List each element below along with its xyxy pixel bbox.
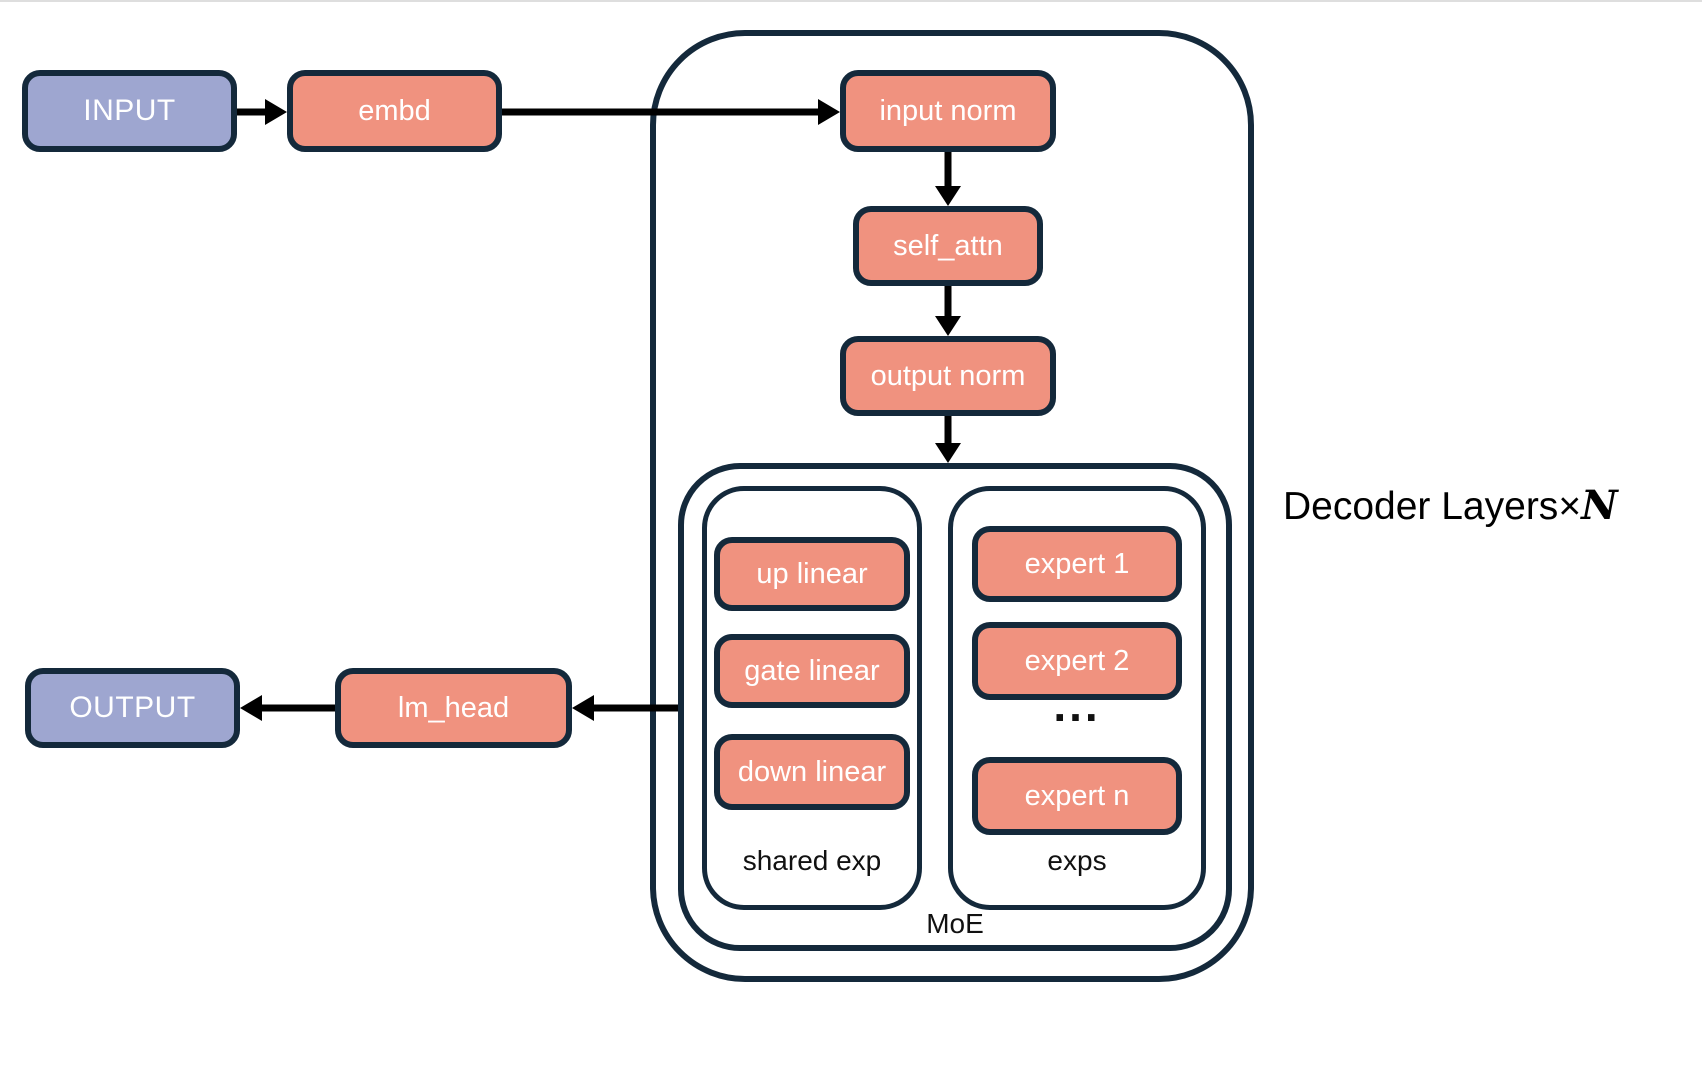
arrow-shaft <box>588 704 678 712</box>
down-linear-node-label: down linear <box>737 755 887 788</box>
exps-label: exps <box>1047 845 1107 876</box>
output-node: OUTPUT <box>25 668 240 748</box>
expert-ellipsis: ... <box>1053 679 1101 731</box>
down-linear-node: down linear <box>714 734 910 810</box>
decoder-layers-container <box>650 30 1254 982</box>
arrowhead-down <box>935 316 961 336</box>
moe-label: MoE <box>926 908 984 939</box>
expert-1-node-label: expert 1 <box>1024 547 1130 580</box>
arrow-shaft <box>944 286 952 322</box>
arrow-input-norm-to-self-attn <box>934 152 962 206</box>
arrow-moe-to-lm-head <box>572 694 678 722</box>
lm-head-node: lm_head <box>335 668 572 748</box>
up-linear-node: up linear <box>714 537 910 611</box>
self-attn-node: self_attn <box>853 206 1043 286</box>
shared-exp-container: shared exp <box>702 486 922 910</box>
lm-head-node-label: lm_head <box>397 691 510 724</box>
arrow-shaft <box>237 108 271 116</box>
exps-container: exps <box>948 486 1206 910</box>
up-linear-node-label: up linear <box>756 557 868 590</box>
top-edge-line <box>0 0 1702 2</box>
arrowhead-down <box>935 186 961 206</box>
expert-2-node-label: expert 2 <box>1024 644 1130 677</box>
expert-n-node: expert n <box>972 757 1182 835</box>
arrow-input-to-embd <box>237 98 287 126</box>
arrowhead-down <box>935 443 961 463</box>
gate-linear-node-label: gate linear <box>744 654 880 687</box>
expert-2-node: expert 2 <box>972 622 1182 700</box>
self-attn-node-label: self_attn <box>893 229 1003 262</box>
arrow-output-norm-to-moe <box>934 416 962 463</box>
decoder-layers-label-text: Decoder Layers <box>1283 485 1559 528</box>
arrow-lm-head-to-output <box>240 694 335 722</box>
input-norm-node: input norm <box>840 70 1056 152</box>
decoder-layers-label: Decoder Layers×N <box>1283 482 1618 529</box>
input-node: INPUT <box>22 70 237 152</box>
arrowhead-left <box>572 695 594 721</box>
shared-exp-label: shared exp <box>742 845 882 876</box>
output-node-label: OUTPUT <box>69 691 196 724</box>
arrow-shaft <box>944 152 952 192</box>
multiplier-symbol: × <box>1558 485 1582 528</box>
input-node-label: INPUT <box>83 94 176 127</box>
arrow-shaft <box>944 416 952 449</box>
input-norm-node-label: input norm <box>879 94 1017 127</box>
output-norm-node: output norm <box>840 336 1056 416</box>
arrow-self-attn-to-output-norm <box>934 286 962 336</box>
embd-node-label: embd <box>358 94 431 127</box>
expert-1-node: expert 1 <box>972 526 1182 602</box>
arrow-embd-to-input-norm <box>502 98 840 126</box>
embd-node: embd <box>287 70 502 152</box>
arrow-shaft <box>256 704 335 712</box>
arrowhead-right <box>818 99 840 125</box>
output-norm-node-label: output norm <box>870 359 1026 392</box>
gate-linear-node: gate linear <box>714 634 910 708</box>
moe-container: MoE <box>678 463 1232 951</box>
arrow-shaft <box>502 108 824 116</box>
arrowhead-right <box>265 99 287 125</box>
repeat-count-n: N <box>1581 482 1618 529</box>
arrowhead-left <box>240 695 262 721</box>
expert-n-node-label: expert n <box>1024 779 1130 812</box>
